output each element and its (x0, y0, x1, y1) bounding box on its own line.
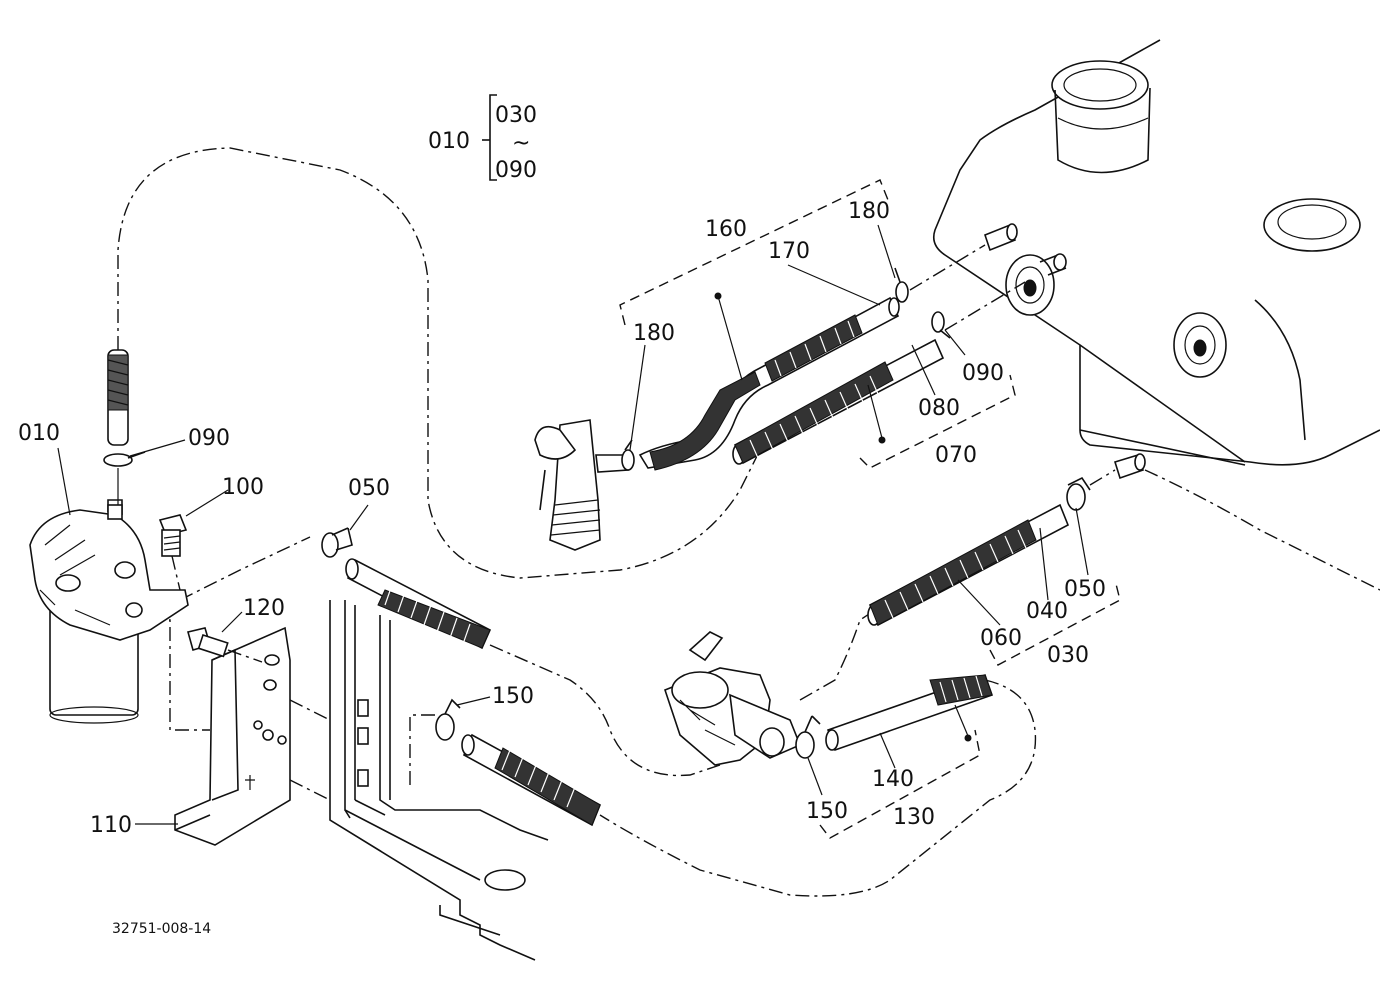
leader-lines (57, 224, 1089, 825)
tank-lower-nipple (1113, 453, 1146, 480)
tank-outlet-lower (1173, 312, 1227, 378)
callout-120: 120 (243, 596, 285, 621)
hose-clip-150-right (795, 715, 821, 759)
routing-line-080 (944, 281, 1026, 331)
callout-040: 040 (1026, 599, 1068, 624)
hose-clip-090-left (103, 451, 146, 467)
group-070-bracket (859, 374, 1016, 469)
callout-180-right: 180 (848, 199, 890, 224)
callout-090-right: 090 (962, 361, 1004, 386)
callout-100: 100 (222, 475, 264, 500)
drawing-number: 32751-008-14 (112, 921, 211, 937)
bolt-100 (158, 514, 188, 591)
callout-050-right: 050 (1064, 577, 1106, 602)
frame-member (289, 600, 549, 961)
hose-lower-150 (461, 733, 602, 827)
callout-070: 070 (935, 443, 977, 468)
callout-180-left: 180 (633, 321, 675, 346)
hose-clip-150-left (435, 698, 461, 741)
callout-150-left: 150 (492, 684, 534, 709)
hose-clip-050-left (321, 527, 353, 558)
bracket-110 (174, 626, 291, 846)
callout-labels: 010 090 100 050 120 110 150 160 170 180 … (18, 199, 1106, 838)
callout-050-left: 050 (348, 476, 390, 501)
routing-line-040 (1089, 469, 1116, 486)
group-bottom-label: 090 (495, 158, 537, 183)
group-top-label: 030 (495, 103, 537, 128)
group-tilde: ~ (512, 131, 530, 156)
routing-line-upper-right (909, 244, 986, 291)
hose-140 (825, 673, 994, 752)
group-130-bracket (819, 729, 981, 839)
gauge-cap (1263, 198, 1361, 252)
callout-150-right: 150 (806, 799, 848, 824)
callout-090-left: 090 (188, 426, 230, 451)
routing-line-150-bend (409, 714, 440, 785)
group-index-bracket: 010 030 ~ 090 (428, 94, 537, 183)
group-030-bracket (989, 579, 1121, 666)
callout-160: 160 (705, 217, 747, 242)
callout-080: 080 (918, 396, 960, 421)
filter-inlet-hose (107, 349, 129, 446)
tank-return-nipple (984, 223, 1018, 252)
return-hose-080 (732, 338, 945, 465)
routing-line-pump-to-060 (799, 609, 876, 701)
injection-nozzle (534, 419, 629, 551)
fuel-pump (664, 631, 802, 766)
routing-line-main-loop (117, 147, 766, 579)
hose-060 (867, 503, 1070, 627)
hose-clip-090-right (931, 311, 951, 339)
callout-030: 030 (1047, 643, 1089, 668)
callout-010: 010 (18, 421, 60, 446)
group-parent-label: 010 (428, 129, 470, 154)
callout-060: 060 (980, 626, 1022, 651)
routing-line-tank-lower (1144, 469, 1380, 591)
hose-left-060 (345, 558, 492, 650)
routing-line-hose-to-pump (489, 644, 721, 777)
fuel-filter-assembly (29, 499, 189, 724)
hose-clip-180-left (621, 439, 635, 471)
fuel-tank (932, 39, 1380, 480)
hose-clip-180-right (894, 267, 909, 303)
hose-clip-050-right (1066, 476, 1091, 511)
callout-140: 140 (872, 767, 914, 792)
leak-off-hose-170 (638, 292, 900, 471)
filler-cap (1051, 60, 1151, 174)
callout-110: 110 (90, 813, 132, 838)
callout-130: 130 (893, 805, 935, 830)
callout-170: 170 (768, 239, 810, 264)
routing-line-filter-to-hose (179, 536, 311, 601)
tank-outlet-upper (1005, 253, 1067, 316)
routing-line-140-loop (599, 679, 1037, 897)
group-160-bracket (619, 179, 889, 326)
bolt-120 (187, 627, 263, 663)
